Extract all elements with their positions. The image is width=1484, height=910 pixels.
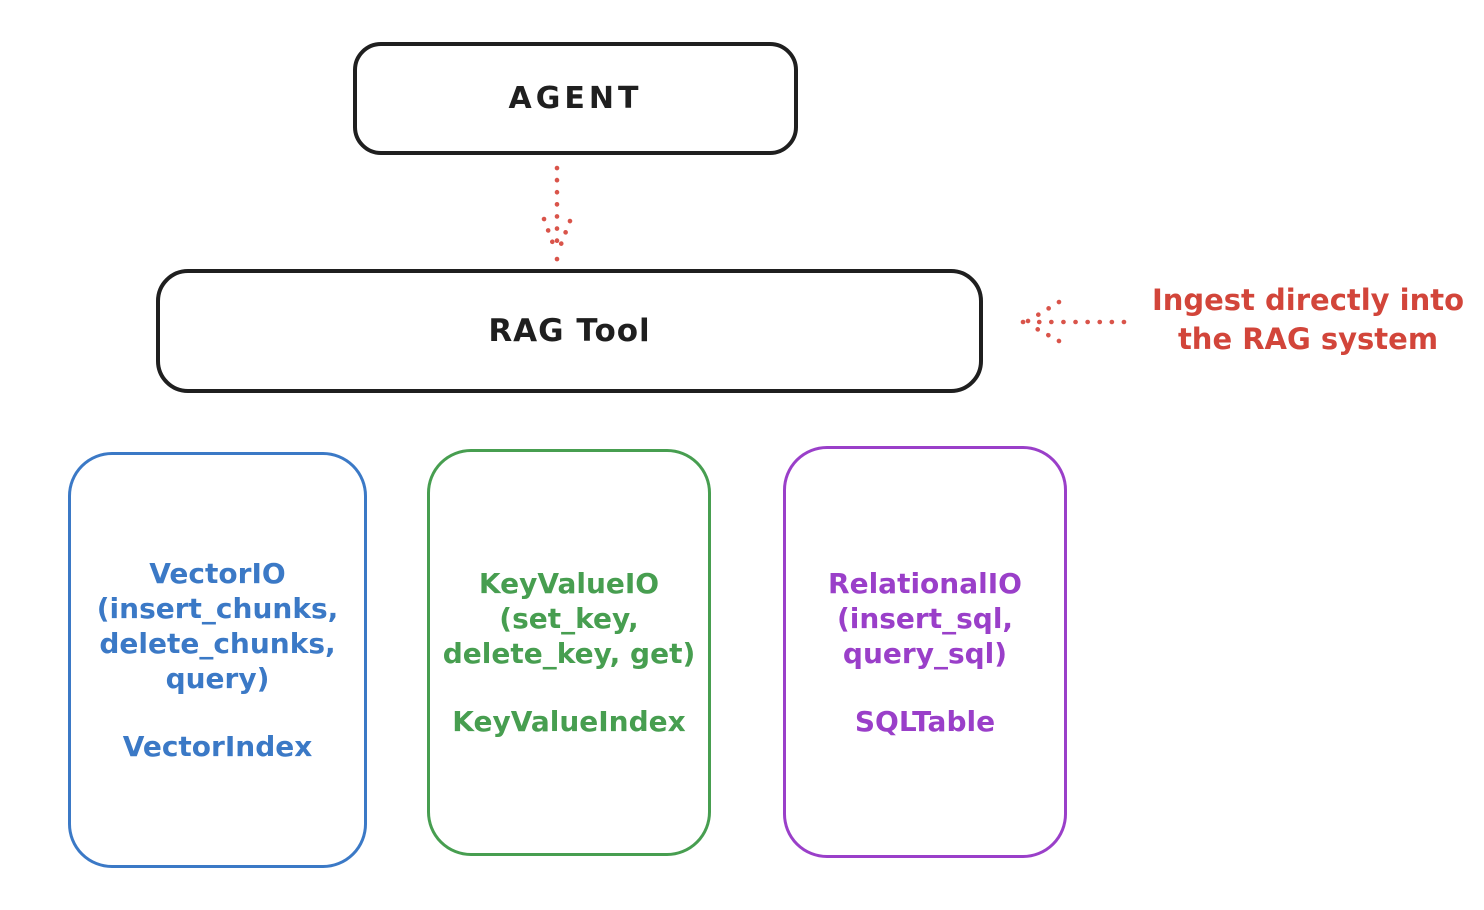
ingest-annotation-line2: the RAG system: [1177, 322, 1439, 356]
vector-io-line: delete_chunks,: [99, 627, 336, 660]
relational-io-line: query_sql): [842, 636, 1008, 670]
node-agent[interactable]: AGENT: [353, 42, 798, 155]
vector-index-label: VectorIndex: [122, 730, 313, 763]
vector-io-line: query): [165, 662, 270, 695]
arrow-agent-to-rag-tool[interactable]: [541, 165, 573, 262]
ingest-annotation-line1: Ingest directly into: [1151, 283, 1465, 317]
key-value-io-line: (set_key,: [499, 602, 639, 635]
vector-io-line: (insert_chunks,: [96, 592, 339, 625]
node-relational-io[interactable]: RelationalIO (insert_sql, query_sql) SQL…: [783, 446, 1067, 858]
key-value-io-line: delete_key, get): [442, 637, 696, 670]
node-rag-tool[interactable]: RAG Tool: [156, 269, 983, 393]
key-value-io-line: KeyValueIO: [478, 567, 660, 600]
relational-io-line: RelationalIO: [828, 566, 1022, 600]
sql-table-label: SQLTable: [854, 704, 996, 738]
node-rag-tool-label: RAG Tool: [488, 313, 651, 349]
node-vector-io[interactable]: VectorIO (insert_chunks, delete_chunks, …: [68, 452, 367, 868]
key-value-index-label: KeyValueIndex: [452, 705, 686, 738]
vector-io-line: VectorIO: [149, 557, 286, 590]
ingest-annotation[interactable]: Ingest directly into the RAG system: [1136, 281, 1480, 359]
node-key-value-io[interactable]: KeyValueIO (set_key, delete_key, get) Ke…: [427, 449, 711, 856]
arrow-note-to-rag-tool[interactable]: [1020, 299, 1127, 344]
relational-io-line: (insert_sql,: [836, 601, 1014, 635]
node-agent-label: AGENT: [508, 81, 643, 116]
